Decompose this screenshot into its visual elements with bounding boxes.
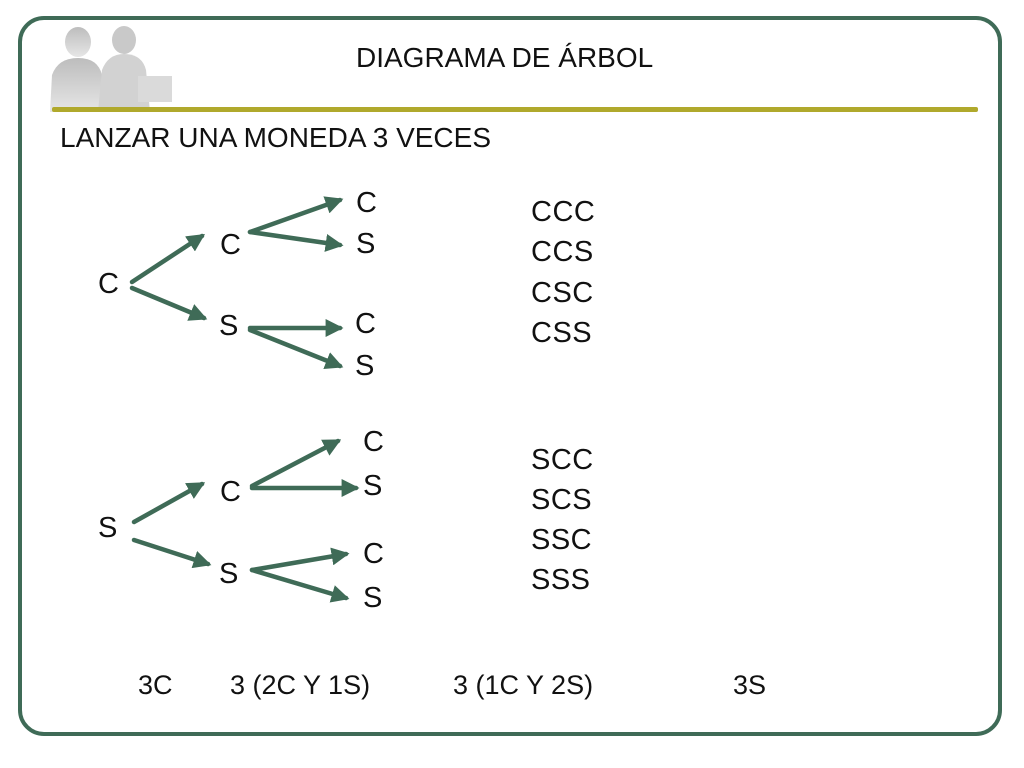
page-title: DIAGRAMA DE ÁRBOL (356, 42, 654, 73)
outcome-item: CSS (531, 317, 593, 349)
node-level2: C (220, 476, 241, 508)
arrow-icon (247, 196, 344, 235)
node-root-lower: S (98, 512, 118, 544)
node-level3: S (363, 470, 383, 502)
outcome-item: CCC (531, 196, 596, 228)
summary-item: 3 (1C Y 2S) (453, 670, 594, 700)
arrow-icon (249, 567, 350, 603)
arrow-icon (247, 229, 344, 252)
outcome-item: SCS (531, 484, 593, 516)
node-level3: C (356, 187, 377, 219)
node-level2: C (220, 229, 241, 261)
node-level3: S (363, 582, 383, 614)
subtitle: LANZAR UNA MONEDA 3 VECES (60, 122, 492, 153)
arrow-icon (131, 481, 206, 525)
outcome-item: CCS (531, 236, 594, 268)
node-level3: S (356, 228, 376, 260)
arrow-icon (131, 537, 212, 569)
title-underline (52, 107, 978, 112)
outcome-item: SCC (531, 444, 594, 476)
outcome-item: CSC (531, 277, 594, 309)
arrow-icon (247, 327, 344, 370)
node-level3: C (363, 538, 384, 570)
summary-item: 3 (2C Y 1S) (230, 670, 371, 700)
node-level3: C (355, 308, 376, 340)
slide-frame (18, 16, 1002, 736)
business-people-silhouette-icon (50, 26, 172, 112)
summary-item: 3C (138, 670, 173, 700)
outcome-item: SSS (531, 564, 591, 596)
outcome-item: SSC (531, 524, 593, 556)
node-level2: S (219, 558, 239, 590)
node-level2: S (219, 310, 239, 342)
arrow-icon (129, 285, 208, 321)
arrow-icon (249, 547, 350, 573)
summary-item: 3S (733, 670, 767, 700)
arrow-icon (129, 233, 206, 285)
node-level3: S (355, 350, 375, 382)
node-level3: C (363, 426, 384, 458)
arrow-icon (249, 438, 342, 489)
node-root-upper: C (98, 268, 119, 300)
